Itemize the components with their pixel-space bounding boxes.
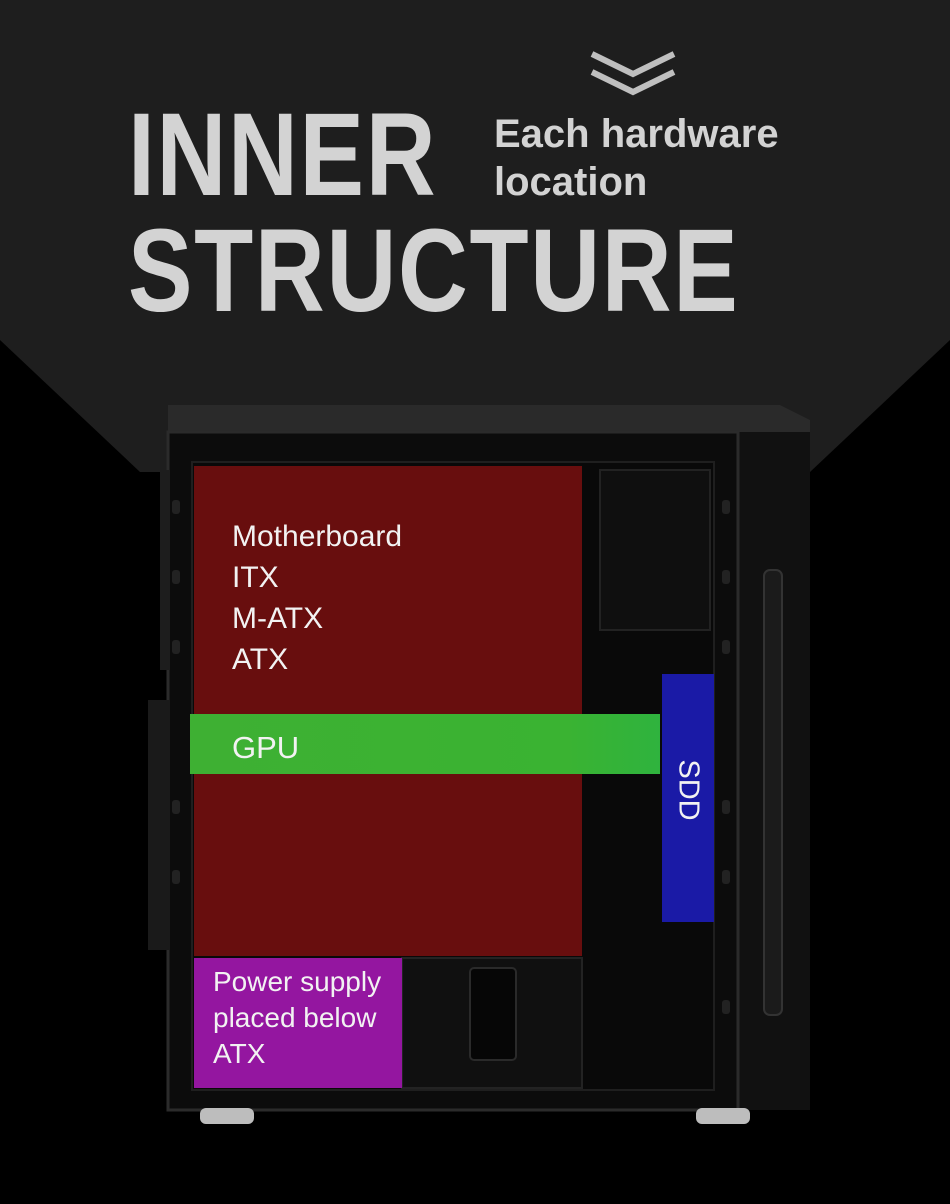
psu-line-1: Power supply: [213, 966, 382, 997]
double-chevron-down-icon: [590, 51, 676, 96]
psu-line-3: ATX: [213, 1038, 266, 1069]
front-vent: [763, 569, 783, 1016]
atx-label: ATX: [232, 643, 289, 676]
subtitle-line-2: location: [494, 160, 648, 204]
rear-pci-bracket: [148, 700, 170, 950]
title-inner: INNER: [128, 89, 438, 221]
motherboard-zone: [194, 466, 582, 956]
itx-label: ITX: [232, 561, 279, 594]
gpu-label: GPU: [232, 730, 300, 765]
power-supply-labels: Power supply placed below ATX: [213, 964, 381, 1072]
subtitle-line-1: Each hardware: [494, 112, 779, 156]
case-top-panel: [168, 405, 810, 432]
ssd-zone: [662, 674, 714, 922]
title-structure: STRUCTURE: [128, 205, 740, 337]
ssd-label: SDD: [672, 759, 705, 821]
gpu-zone: [190, 714, 660, 774]
rail-slots: [172, 500, 730, 1014]
case-feet: [200, 1108, 750, 1124]
motherboard-label: Motherboard: [232, 520, 403, 553]
matx-label: M-ATX: [232, 602, 324, 635]
motherboard-labels: Motherboard ITX M-ATX ATX: [232, 516, 402, 680]
drive-bay: [599, 469, 711, 631]
psu-line-2: placed below: [213, 1002, 377, 1033]
subtitle: Each hardware location: [494, 110, 779, 206]
power-supply-zone: [194, 958, 402, 1088]
